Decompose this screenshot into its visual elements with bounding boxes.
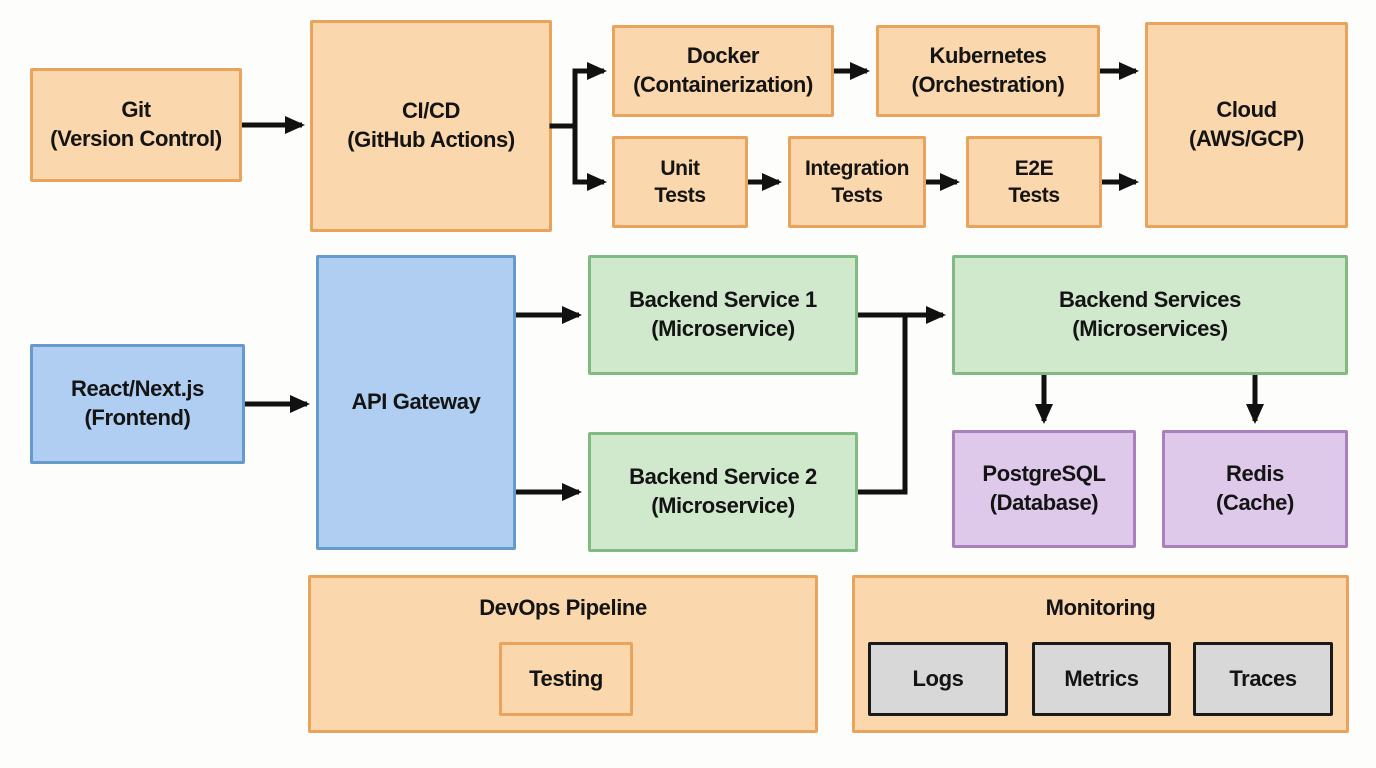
node-redis: Redis (Cache) [1162,430,1348,548]
node-metrics: Metrics [1032,642,1171,716]
node-docker-line2: (Containerization) [633,72,813,97]
node-integration-tests-label: Integration Tests [804,155,910,210]
node-logs-line1: Logs [912,665,964,691]
node-backend-services-line2: (Microservices) [1072,316,1228,341]
node-kubernetes: Kubernetes (Orchestration) [876,25,1100,117]
node-integration-tests: Integration Tests [788,136,926,228]
node-integration-tests-line2: Tests [831,184,883,207]
node-cloud-line1: Cloud [1216,97,1277,123]
node-backend-service-1: Backend Service 1 (Microservice) [588,255,858,375]
node-e2e-tests-label: E2E Tests [1008,155,1060,210]
node-backend-service-2: Backend Service 2 (Microservice) [588,432,858,552]
node-redis-label: Redis (Cache) [1216,460,1294,517]
node-backend-service-2-line1: Backend Service 2 [629,464,817,490]
node-react-frontend-line2: (Frontend) [84,405,191,430]
node-docker: Docker (Containerization) [612,25,834,117]
node-backend-services-label: Backend Services (Microservices) [1059,286,1241,343]
node-git-label: Git (Version Control) [50,96,222,153]
node-backend-services-line1: Backend Services [1059,287,1241,313]
node-postgresql: PostgreSQL (Database) [952,430,1136,548]
node-backend-service-1-line2: (Microservice) [651,316,795,341]
node-backend-service-1-label: Backend Service 1 (Microservice) [629,286,817,343]
node-testing-label: Testing [529,665,603,694]
node-docker-label: Docker (Containerization) [633,42,813,99]
node-e2e-tests: E2E Tests [966,136,1102,228]
node-e2e-tests-line1: E2E [1014,156,1054,180]
node-backend-service-2-label: Backend Service 2 (Microservice) [629,463,817,520]
node-unit-tests-line2: Tests [654,184,706,207]
node-cloud-label: Cloud (AWS/GCP) [1189,96,1304,153]
node-unit-tests: Unit Tests [612,136,748,228]
node-cicd: CI/CD (GitHub Actions) [310,20,552,232]
node-react-frontend-line1: React/Next.js [71,376,204,402]
node-postgresql-label: PostgreSQL (Database) [982,460,1106,517]
node-kubernetes-label: Kubernetes (Orchestration) [912,42,1065,99]
node-git-line2: (Version Control) [50,126,222,151]
node-cicd-line2: (GitHub Actions) [347,127,515,152]
node-redis-line2: (Cache) [1216,490,1294,515]
node-postgresql-line1: PostgreSQL [982,461,1106,487]
node-cloud-line2: (AWS/GCP) [1189,126,1304,151]
node-kubernetes-line1: Kubernetes [929,43,1047,69]
node-react-frontend-label: React/Next.js (Frontend) [71,375,204,432]
connector-backend2-merge [858,315,908,495]
panel-monitoring-title: Monitoring [1045,595,1156,620]
node-git: Git (Version Control) [30,68,242,182]
panel-devops-pipeline-title: DevOps Pipeline [479,595,647,620]
node-logs-label: Logs [913,665,964,694]
node-testing-line1: Testing [529,665,603,691]
node-unit-tests-label: Unit Tests [654,155,706,210]
node-redis-line1: Redis [1226,461,1284,487]
node-postgresql-line2: (Database) [989,490,1099,515]
node-metrics-label: Metrics [1064,665,1139,694]
node-git-line1: Git [121,97,151,123]
node-traces-label: Traces [1229,665,1297,694]
node-unit-tests-line1: Unit [660,156,700,180]
node-react-frontend: React/Next.js (Frontend) [30,344,245,464]
node-logs: Logs [868,642,1008,716]
node-backend-service-1-line1: Backend Service 1 [629,287,817,313]
node-api-gateway-line1: API Gateway [351,389,481,415]
node-e2e-tests-line2: Tests [1008,184,1060,207]
node-docker-line1: Docker [686,43,760,69]
node-backend-services: Backend Services (Microservices) [952,255,1348,375]
node-traces-line1: Traces [1229,665,1297,691]
node-api-gateway: API Gateway [316,255,516,550]
panel-monitoring: Monitoring Logs Metrics Traces [852,575,1349,733]
node-backend-service-2-line2: (Microservice) [651,493,795,518]
panel-devops-pipeline: DevOps Pipeline Testing [308,575,818,733]
node-cicd-line1: CI/CD [402,98,460,124]
node-testing: Testing [499,642,633,716]
node-cloud: Cloud (AWS/GCP) [1145,22,1348,228]
node-integration-tests-line1: Integration [804,156,910,180]
node-api-gateway-label: API Gateway [352,388,481,417]
node-kubernetes-line2: (Orchestration) [911,72,1065,97]
node-traces: Traces [1193,642,1333,716]
node-metrics-line1: Metrics [1064,665,1139,691]
node-cicd-label: CI/CD (GitHub Actions) [347,97,515,154]
